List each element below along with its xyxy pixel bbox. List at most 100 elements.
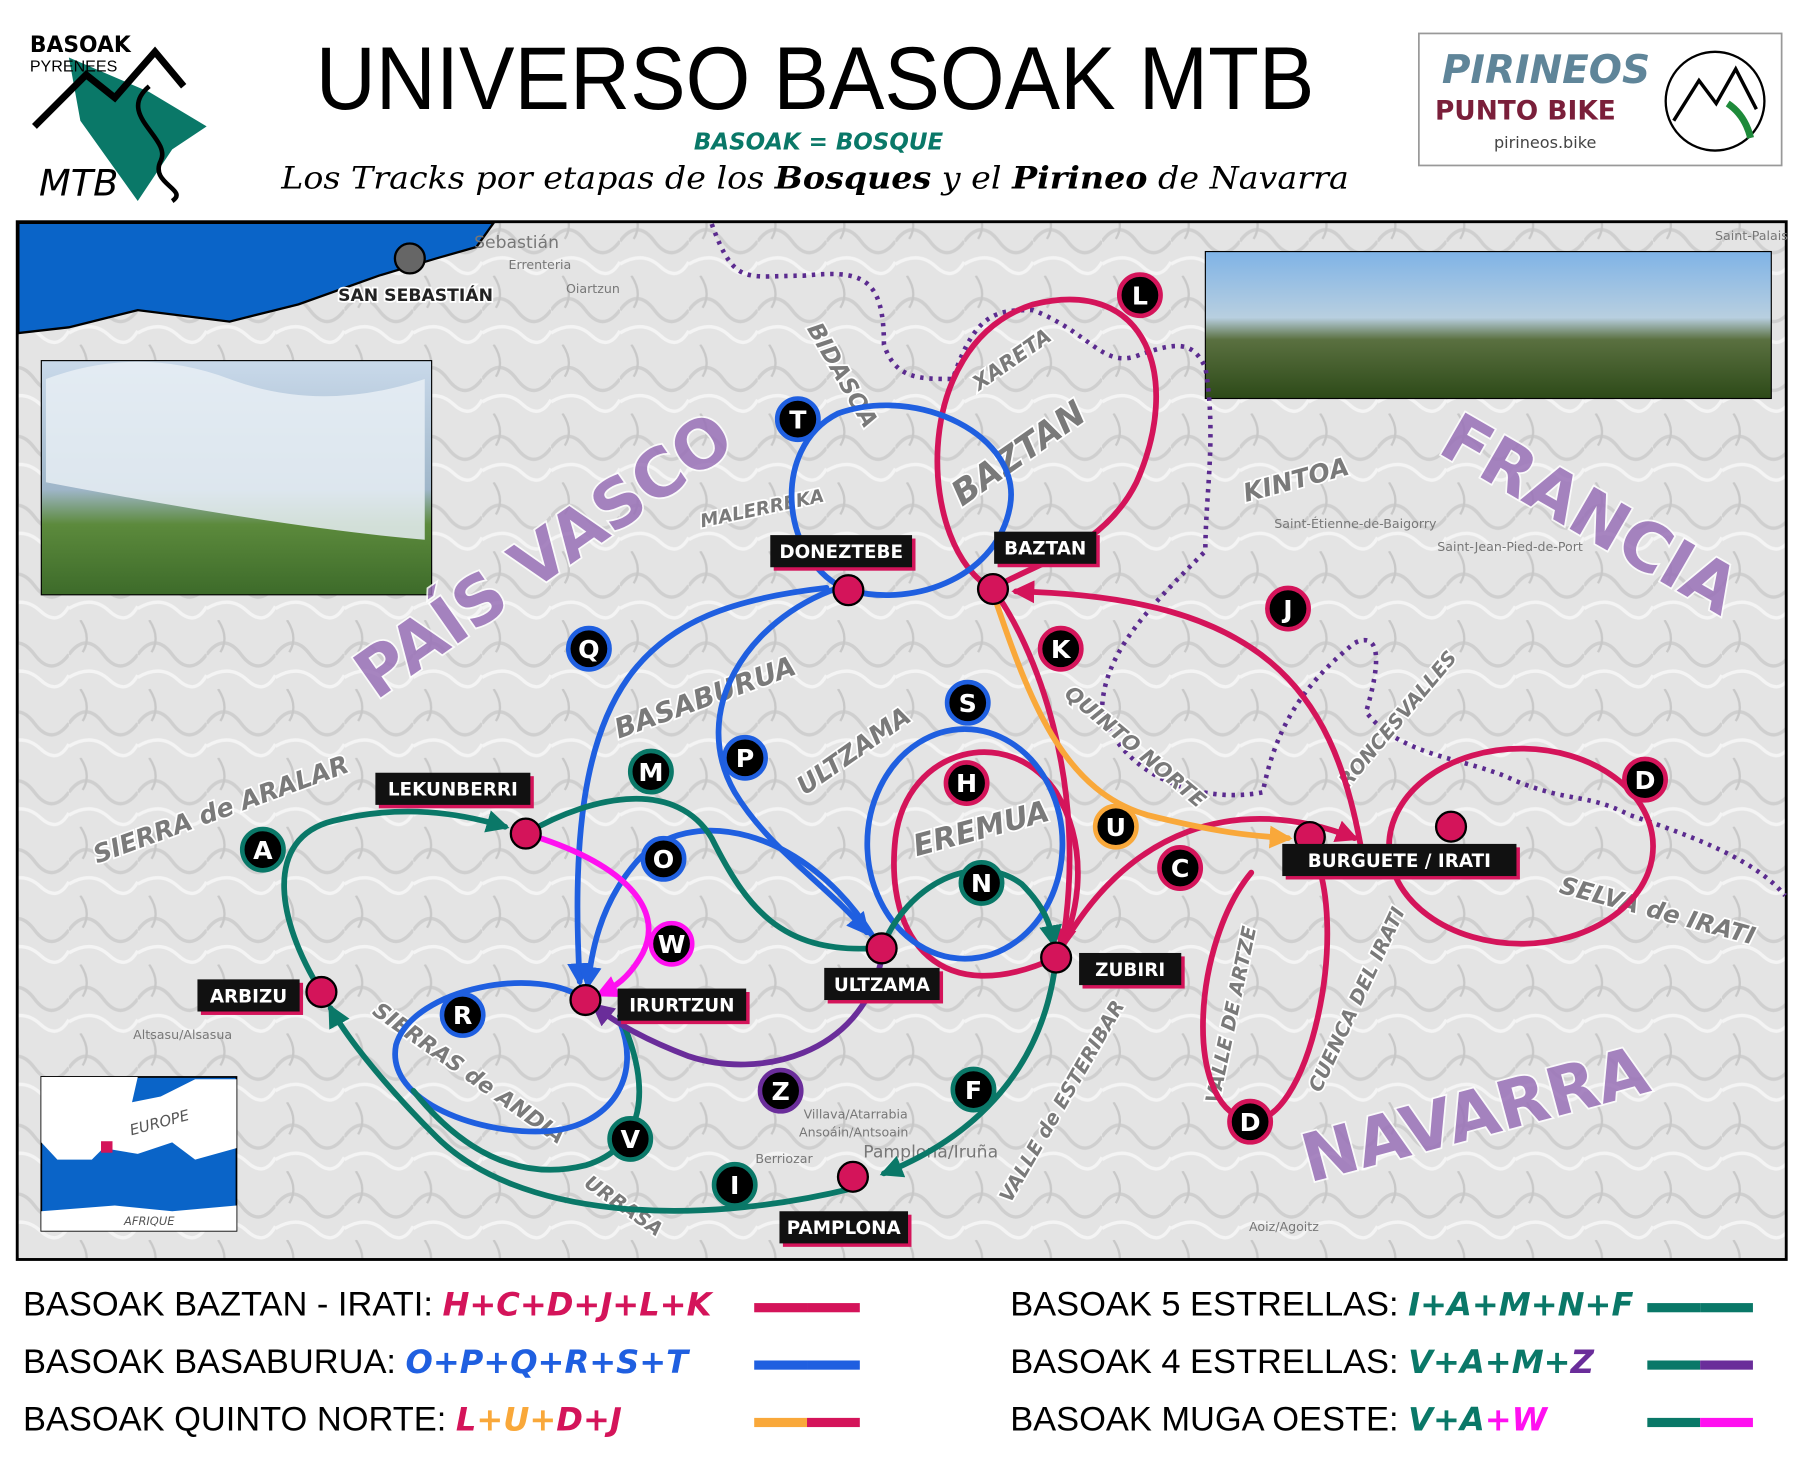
stage-marker-u[interactable]: U xyxy=(1092,803,1139,850)
town-label[interactable]: LEKUNBERRI xyxy=(388,780,518,801)
legend-swatch xyxy=(1647,1360,1701,1370)
legend-stages: Z xyxy=(1570,1343,1595,1381)
legend-swatch xyxy=(1647,1417,1701,1428)
legend-item: BASOAK QUINTO NORTE: L+U+D+J xyxy=(23,1401,860,1439)
svg-text:Saint-Étienne-de-Baigorry: Saint-Étienne-de-Baigorry xyxy=(1274,516,1437,531)
page-title: UNIVERSO BASOAK MTB xyxy=(316,28,1315,128)
legend-stages: D+J xyxy=(556,1401,622,1439)
photo-pyrenees-panorama xyxy=(1204,250,1772,400)
svg-text:T: T xyxy=(789,405,807,434)
svg-text:V: V xyxy=(620,1125,640,1154)
svg-text:N: N xyxy=(971,869,992,898)
route-z xyxy=(591,955,885,1068)
town-dot xyxy=(569,983,602,1017)
town-dot xyxy=(976,572,1010,606)
svg-text:F: F xyxy=(965,1076,982,1105)
legend: BASOAK BAZTAN - IRATI: H+C+D+J+L+K BASOAK… xyxy=(23,1286,1753,1439)
svg-text:BASOAK MUGA OESTE: V+A+W: BASOAK MUGA OESTE: V+A+W xyxy=(1010,1401,1548,1439)
stage-marker-i[interactable]: I xyxy=(711,1161,758,1208)
svg-text:BASOAK BAZTAN - IRATI: H+C+D+J: BASOAK BAZTAN - IRATI: H+C+D+J+L+K xyxy=(23,1286,714,1324)
svg-text:Aoiz/Agoitz: Aoiz/Agoitz xyxy=(1249,1219,1319,1234)
route-j xyxy=(1011,580,1364,847)
svg-text:PIRINEOS: PIRINEOS xyxy=(1442,48,1650,93)
town-label-box xyxy=(994,531,1097,564)
town-label[interactable]: ULTZAMA xyxy=(834,975,931,996)
legend-swatch xyxy=(1700,1303,1753,1313)
stage-marker-p[interactable]: P xyxy=(722,734,768,781)
svg-text:J: J xyxy=(1281,595,1292,624)
legend-swatch xyxy=(807,1417,860,1428)
legend-route-name: BASOAK 4 ESTRELLAS: xyxy=(1010,1343,1408,1381)
town-label-box xyxy=(1079,952,1182,986)
town-dot xyxy=(305,975,338,1009)
stage-marker-k[interactable]: K xyxy=(1037,625,1084,672)
legend-stages: +W xyxy=(1485,1401,1549,1439)
svg-text:O: O xyxy=(653,845,674,874)
svg-text:L: L xyxy=(1132,281,1148,310)
stage-marker-o[interactable]: O xyxy=(640,835,687,882)
svg-text:P: P xyxy=(736,744,755,773)
stage-marker-a[interactable]: A xyxy=(239,826,286,873)
svg-text:S: S xyxy=(959,689,977,718)
stage-marker-f[interactable]: F xyxy=(950,1066,997,1113)
stage-marker-d[interactable]: D xyxy=(1622,756,1668,803)
route-h xyxy=(891,749,1081,979)
town-label[interactable]: ARBIZU xyxy=(210,986,287,1007)
svg-text:D: D xyxy=(1240,1108,1261,1137)
legend-route-name: BASOAK 5 ESTRELLAS: xyxy=(1010,1286,1408,1324)
stage-marker-d[interactable]: D xyxy=(1227,1098,1274,1145)
stage-marker-v[interactable]: V xyxy=(607,1115,654,1162)
town-label[interactable]: BAZTAN xyxy=(1004,539,1086,560)
svg-text:PUNTO BIKE: PUNTO BIKE xyxy=(1435,96,1616,127)
svg-text:BASOAK BASABURUA: O+P+Q+R+S+T: BASOAK BASABURUA: O+P+Q+R+S+T xyxy=(23,1343,691,1381)
logo-text: PYRENEES xyxy=(30,57,117,75)
stage-marker-h[interactable]: H xyxy=(943,760,990,807)
legend-stages: O+P+Q+R+S+T xyxy=(406,1343,692,1381)
logo-text: MTB xyxy=(39,161,118,204)
stage-marker-w[interactable]: W xyxy=(648,920,695,967)
route-d-irati xyxy=(1386,745,1656,947)
legend-route-name: BASOAK QUINTO NORTE: xyxy=(23,1401,456,1439)
stage-marker-t[interactable]: T xyxy=(774,396,821,443)
svg-text:W: W xyxy=(658,930,686,959)
route-w xyxy=(522,830,652,998)
svg-text:I: I xyxy=(730,1171,739,1200)
stage-marker-j[interactable]: J xyxy=(1265,585,1311,632)
france-border xyxy=(709,223,1787,898)
town-label[interactable]: DONEZTEBE xyxy=(779,542,903,563)
stage-marker-q[interactable]: Q xyxy=(565,625,612,672)
map[interactable]: SAN SEBASTIÁN Sebastián Errenteria Oiart… xyxy=(15,220,1788,1261)
stage-markers: L T Q J K S P M H D A O UC N W R Z F D V I xyxy=(239,272,1668,1208)
route-t xyxy=(788,402,1014,598)
route-p xyxy=(715,585,870,936)
route-q xyxy=(567,585,830,987)
subtitle: BASOAK = BOSQUE xyxy=(694,129,944,155)
svg-text:Villava/Atarrabia: Villava/Atarrabia xyxy=(804,1106,908,1121)
svg-text:Saint-Palais: Saint-Palais xyxy=(1715,228,1788,243)
stage-marker-r[interactable]: R xyxy=(439,991,486,1038)
town-dot xyxy=(1434,810,1468,843)
legend-item: BASOAK BASABURUA: O+P+Q+R+S+T xyxy=(23,1343,860,1381)
stage-marker-l[interactable]: L xyxy=(1116,272,1163,319)
legend-stages: I+A+M+N+F xyxy=(1408,1286,1633,1324)
town-label[interactable]: BURGUETE / IRATI xyxy=(1308,851,1491,872)
city-dot-san-sebastian xyxy=(393,242,426,275)
stage-marker-s[interactable]: S xyxy=(944,679,991,726)
town-label[interactable]: IRURTZUN xyxy=(629,996,734,1017)
town-label[interactable]: ZUBIRI xyxy=(1095,960,1165,981)
legend-swatch xyxy=(754,1417,808,1428)
stage-marker-n[interactable]: N xyxy=(958,859,1005,906)
svg-text:Errenteria: Errenteria xyxy=(509,257,572,272)
stage-marker-m[interactable]: M xyxy=(627,748,674,795)
stage-marker-z[interactable]: Z xyxy=(757,1067,804,1114)
svg-text:A: A xyxy=(253,836,273,865)
route-s xyxy=(864,726,1066,962)
stage-marker-c[interactable]: C xyxy=(1157,845,1204,891)
route-k xyxy=(990,586,1077,952)
logo-text: BASOAK xyxy=(30,33,132,58)
svg-text:Q: Q xyxy=(578,635,599,664)
svg-text:K: K xyxy=(1051,635,1072,664)
town-label[interactable]: PAMPLONA xyxy=(787,1218,902,1239)
legend-stages: V+A xyxy=(1408,1401,1485,1439)
